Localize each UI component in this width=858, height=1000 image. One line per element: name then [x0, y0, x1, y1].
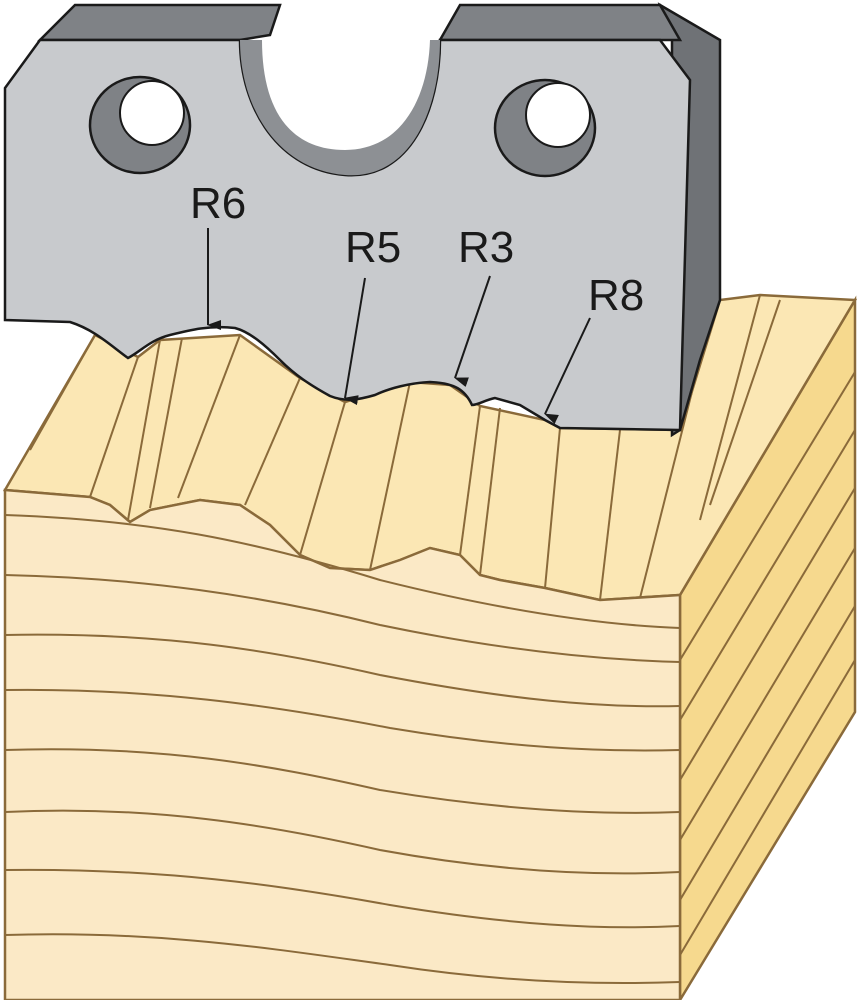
wood-block	[2, 293, 858, 1000]
wood-front-grain	[4, 514, 681, 985]
wood-top-profile-lines	[29, 294, 781, 601]
r3-arrow	[454, 275, 491, 387]
blade-notch-shadow	[240, 40, 440, 176]
r5-label: R5	[345, 223, 401, 272]
right-mounting-hole	[493, 78, 597, 178]
r6-label: R6	[190, 179, 246, 228]
wood-front-face	[3, 488, 682, 1000]
r8-arrow	[544, 317, 591, 425]
blade-top-bevel-right	[437, 3, 683, 42]
left-mounting-hole	[88, 75, 192, 175]
r3-label: R3	[458, 223, 514, 272]
r8-label: R8	[588, 271, 644, 320]
blade-top-bevel-left	[36, 3, 282, 42]
wood-side-grain	[679, 371, 856, 956]
r5-arrow	[344, 277, 366, 406]
radius-callouts: R6 R5 R3 R8	[190, 179, 644, 425]
profile-cutter-knife	[3, 2, 722, 438]
